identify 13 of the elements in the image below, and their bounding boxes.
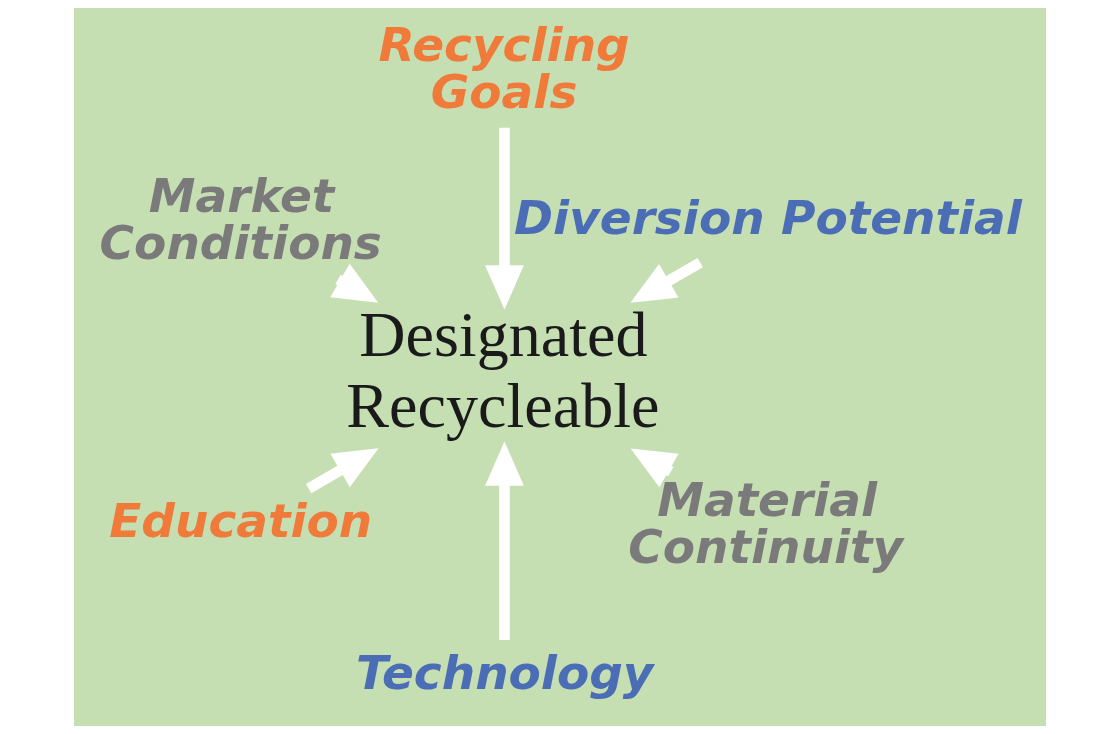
node-text: Recycling Goals <box>378 16 630 119</box>
arrow <box>485 127 524 310</box>
node-text: Technology <box>355 644 654 700</box>
arrow <box>485 441 524 640</box>
node-text: Diversion Potential <box>514 189 1022 245</box>
arrow <box>330 263 379 303</box>
arrow <box>630 448 679 488</box>
node-text: Designated Recycleable <box>346 299 660 441</box>
node-text: Material Continuity <box>628 471 904 574</box>
arrow <box>630 257 703 303</box>
arrow <box>306 448 379 494</box>
node-text: Market Conditions <box>99 168 382 271</box>
node-text: Education <box>109 493 373 549</box>
